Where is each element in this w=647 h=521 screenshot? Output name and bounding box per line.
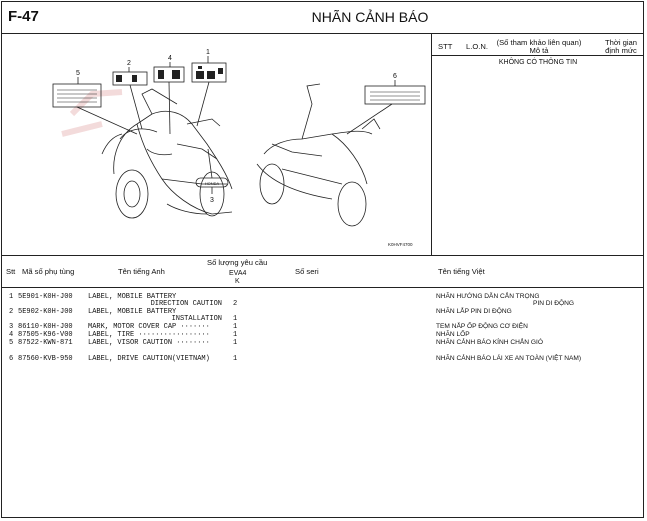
parts-header-divider (1, 287, 644, 288)
page-code: F-47 (8, 8, 39, 25)
row-english-cont: INSTALLATION (171, 315, 222, 323)
diagram-code: K0HVF4700 (388, 242, 413, 247)
callout-2: 2 (127, 60, 131, 67)
scooter-rear-view (256, 83, 381, 227)
row-qty: 1 (233, 331, 238, 339)
row-vietnamese-cont: PIN DI ĐỘNG (532, 300, 574, 307)
parts-header-model: EVA4 (229, 270, 247, 277)
row-vietnamese: NHÃN CẢNH BÁO KÍNH CHẮN GIÓ (436, 339, 543, 346)
label-3-text: HONDA (205, 181, 220, 186)
row-stt: 3 (9, 323, 14, 331)
row-english: LABEL, TIRE ················· (88, 331, 210, 339)
row-qty: 1 (233, 323, 238, 331)
row-vietnamese: NHÃN LẮP PIN DI ĐỘNG (436, 308, 512, 315)
row-qty: 2 (233, 300, 238, 308)
row-vietnamese: TEM NẮP ỐP ĐỘNG CƠ ĐIỆN (436, 323, 528, 330)
row-part-no: 87522-KWN-871 (18, 339, 73, 347)
parts-header-serial: Số seri (295, 267, 319, 276)
row-part-no: 86110-K0H-J00 (18, 323, 73, 331)
row-vietnamese: NHÃN HƯỚNG DẪN CẮN TRỌNG (436, 293, 540, 300)
row-part-no: 87560-KVB-950 (18, 355, 73, 363)
row-qty: 1 (233, 315, 238, 323)
row-stt: 2 (9, 308, 14, 316)
row-english: LABEL, VISOR CAUTION ········ (88, 339, 210, 347)
row-english: LABEL, MOBILE BATTERY (88, 308, 177, 316)
row-part-no: 5E902-K0H-J00 (18, 308, 73, 316)
parts-header-stt: Stt (6, 267, 16, 276)
row-stt: 5 (9, 339, 14, 347)
warning-label-diagram: 1 2 3 4 5 6 HONDA K0HVF4700 (52, 49, 426, 247)
row-vietnamese: NHÃN LỐP (436, 331, 470, 338)
row-stt: 4 (9, 331, 14, 339)
row-stt: 1 (9, 293, 14, 301)
callout-4: 4 (168, 55, 172, 62)
scooter-front-view (101, 88, 233, 219)
watermark-graphic (61, 89, 123, 137)
ref-header-stt: STT (438, 42, 453, 51)
ref-header-ref: (Số tham khảo liên quan) (496, 38, 582, 47)
header-divider (1, 33, 644, 34)
row-qty: 1 (233, 339, 238, 347)
ref-empty-message: KHÔNG CÓ THÔNG TIN (498, 59, 578, 66)
parts-header-model-sub: K (235, 278, 240, 285)
row-stt: 6 (9, 355, 14, 363)
row-english: MARK, MOTOR COVER CAP ······· (88, 323, 210, 331)
row-qty: 1 (233, 355, 238, 363)
diagram-divider (431, 33, 432, 255)
row-english-cont: DIRECTION CAUTION (150, 300, 222, 308)
row-vietnamese: NHÃN CẢNH BÁO LÁI XE AN TOÀN (VIỆT NAM) (436, 355, 582, 362)
row-english: LABEL, DRIVE CAUTION(VIETNAM) (88, 355, 210, 363)
parts-header-qty: Số lượng yêu cầu (207, 258, 268, 267)
diagram-bottom-divider (1, 255, 644, 256)
ref-header-time-2: định mức (605, 46, 637, 55)
row-part-no: 87505-K96-V00 (18, 331, 73, 339)
callout-1: 1 (206, 49, 210, 56)
ref-header-lon: L.O.N. (466, 42, 488, 51)
parts-header-english: Tên tiếng Anh (118, 267, 165, 276)
row-english: LABEL, MOBILE BATTERY (88, 293, 177, 301)
parts-header-part-no: Mã số phụ tùng (22, 267, 75, 276)
callout-6: 6 (393, 73, 397, 80)
ref-header-divider (432, 55, 644, 56)
ref-header-desc: Mô tả (529, 46, 549, 55)
row-part-no: 5E901-K0H-J00 (18, 293, 73, 301)
callout-3: 3 (210, 197, 214, 204)
callout-5: 5 (76, 70, 80, 77)
parts-header-vietnamese: Tên tiếng Việt (438, 267, 485, 276)
ref-header-time: Thời gian (605, 38, 637, 47)
page-title: NHÃN CẢNH BÁO (311, 9, 429, 25)
